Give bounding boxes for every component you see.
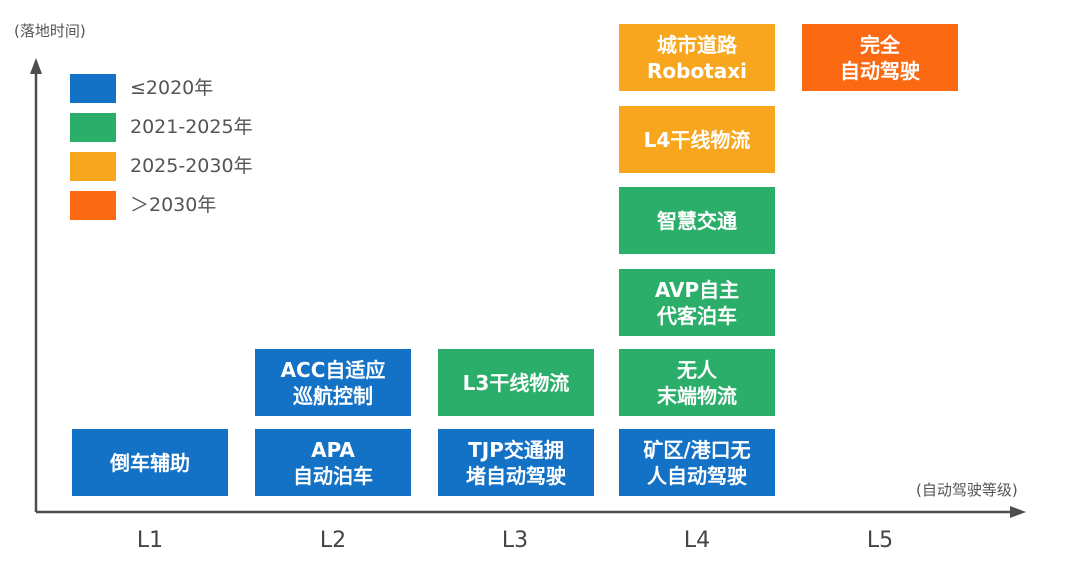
box-full-autonomous-driving: 完全 自动驾驶 <box>802 24 958 91</box>
legend-label-after-2030: ＞2030年 <box>130 194 217 216</box>
level-label-l3: L3 <box>501 528 529 553</box>
legend-swatch-2025-2030 <box>70 152 116 181</box>
box-l4-trunk-logistics: L4干线物流 <box>619 106 775 173</box>
box-smart-traffic: 智慧交通 <box>619 187 775 254</box>
level-label-l5: L5 <box>866 528 894 553</box>
legend-label-2025-2030: 2025-2030年 <box>130 155 253 177</box>
level-label-l2: L2 <box>319 528 347 553</box>
legend-swatch-2021-2025 <box>70 113 116 142</box>
box-urban-robotaxi: 城市道路 Robotaxi <box>619 24 775 91</box>
legend-swatch-before-2020 <box>70 74 116 103</box>
box-last-mile-logistics: 无人 末端物流 <box>619 349 775 416</box>
legend-label-before-2020: ≤2020年 <box>130 77 214 99</box>
x-axis-arrow-icon <box>1010 506 1026 518</box>
y-axis-title: (落地时间) <box>14 22 86 40</box>
box-l3-trunk-logistics: L3干线物流 <box>438 349 594 416</box>
box-reverse-assist: 倒车辅助 <box>72 429 228 496</box>
legend-swatch-after-2030 <box>70 191 116 220</box>
box-apa-auto-parking: APA 自动泊车 <box>255 429 411 496</box>
legend-label-2021-2025: 2021-2025年 <box>130 116 253 138</box>
y-axis-arrow-icon <box>30 58 42 74</box>
level-label-l4: L4 <box>683 528 711 553</box>
box-tjp-traffic-jam-pilot: TJP交通拥 堵自动驾驶 <box>438 429 594 496</box>
level-label-l1: L1 <box>136 528 164 553</box>
box-acc-cruise-control: ACC自适应 巡航控制 <box>255 349 411 416</box>
x-axis-title: (自动驾驶等级) <box>916 481 1018 499</box>
box-mine-port-autonomous: 矿区/港口无 人自动驾驶 <box>619 429 775 496</box>
box-avp-valet-parking: AVP自主 代客泊车 <box>619 269 775 336</box>
